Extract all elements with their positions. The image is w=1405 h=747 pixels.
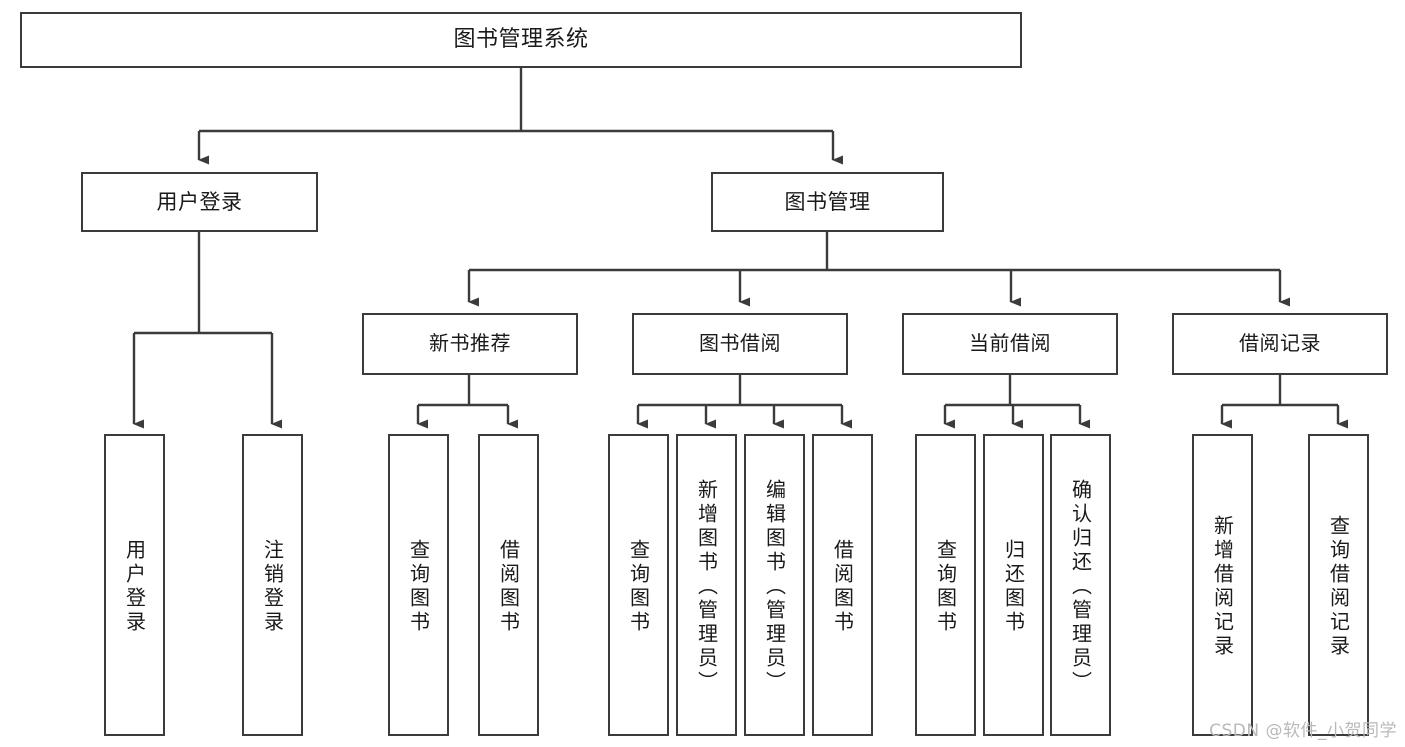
node-label: 图书管理系统 — [453, 27, 589, 53]
node-label: 借阅图书 — [496, 539, 521, 635]
leaf-book-borrow-borrow-book[interactable]: 借阅图书 — [812, 434, 873, 736]
leaf-user-login-logout[interactable]: 注销登录 — [242, 434, 303, 736]
node-label: 新增图书（管理员） — [694, 479, 719, 695]
node-book-management[interactable]: 图书管理 — [711, 172, 944, 232]
node-label: 图书管理 — [784, 189, 871, 214]
node-label: 注销登录 — [260, 539, 285, 635]
node-label: 用户登录 — [156, 189, 243, 214]
leaf-book-borrow-query-book[interactable]: 查询图书 — [608, 434, 669, 736]
leaf-current-borrow-query-book[interactable]: 查询图书 — [915, 434, 976, 736]
node-label: 当前借阅 — [969, 331, 1051, 356]
leaf-user-login-login[interactable]: 用户登录 — [104, 434, 165, 736]
node-book-borrow[interactable]: 图书借阅 — [632, 313, 848, 375]
watermark-text: CSDN @软件_小贺同学 — [1209, 721, 1397, 741]
leaf-borrow-record-add-record[interactable]: 新增借阅记录 — [1192, 434, 1253, 736]
node-root-system[interactable]: 图书管理系统 — [20, 12, 1022, 68]
node-label: 借阅图书 — [830, 539, 855, 635]
leaf-current-borrow-return-book[interactable]: 归还图书 — [983, 434, 1044, 736]
node-label: 查询图书 — [626, 539, 651, 635]
leaf-new-book-query-book[interactable]: 查询图书 — [388, 434, 449, 736]
node-label: 编辑图书（管理员） — [762, 479, 787, 695]
leaf-book-borrow-add-book-admin[interactable]: 新增图书（管理员） — [676, 434, 737, 736]
node-label: 图书借阅 — [699, 331, 781, 356]
leaf-book-borrow-edit-book-admin[interactable]: 编辑图书（管理员） — [744, 434, 805, 736]
node-user-login[interactable]: 用户登录 — [81, 172, 318, 232]
leaf-new-book-borrow-book[interactable]: 借阅图书 — [478, 434, 539, 736]
node-label: 确认归还（管理员） — [1068, 479, 1093, 695]
node-label: 查询借阅记录 — [1326, 515, 1351, 659]
node-label: 借阅记录 — [1239, 331, 1321, 356]
node-label: 查询图书 — [933, 539, 958, 635]
leaf-current-borrow-confirm-return-admin[interactable]: 确认归还（管理员） — [1050, 434, 1111, 736]
node-current-borrow[interactable]: 当前借阅 — [902, 313, 1118, 375]
node-label: 用户登录 — [122, 539, 147, 635]
node-label: 归还图书 — [1001, 539, 1026, 635]
node-new-book-recommend[interactable]: 新书推荐 — [362, 313, 578, 375]
node-label: 新书推荐 — [429, 331, 511, 356]
leaf-borrow-record-query-record[interactable]: 查询借阅记录 — [1308, 434, 1369, 736]
node-label: 新增借阅记录 — [1210, 515, 1235, 659]
node-borrow-record[interactable]: 借阅记录 — [1172, 313, 1388, 375]
node-label: 查询图书 — [406, 539, 431, 635]
